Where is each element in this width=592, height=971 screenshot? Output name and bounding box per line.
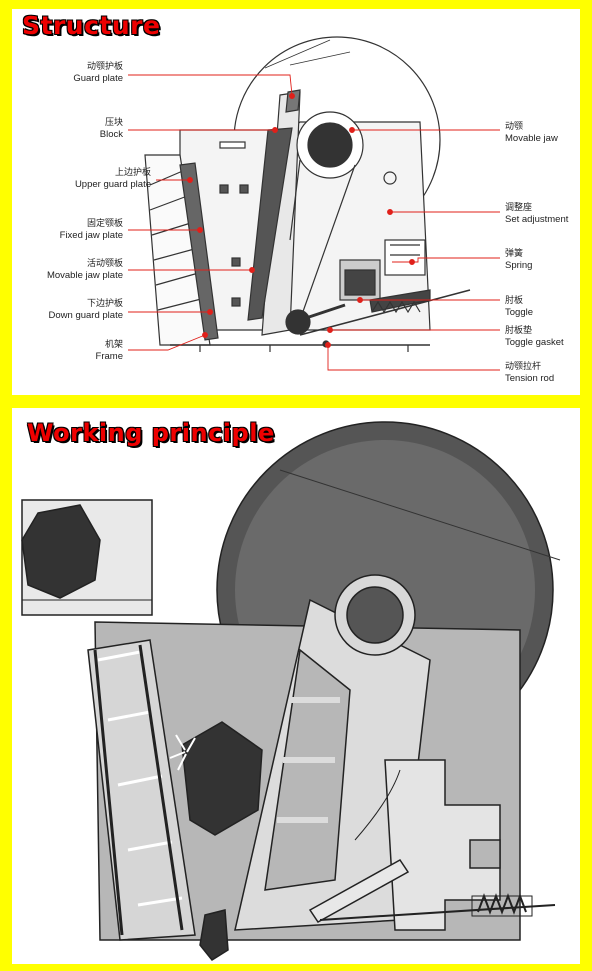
structure-diagram <box>128 36 500 371</box>
working-principle-panel <box>12 408 580 964</box>
working-principle-title: Working principle <box>27 419 275 447</box>
toggle-pivot <box>285 309 311 335</box>
eccentric-shaft <box>307 122 353 168</box>
movable-jaw-plate <box>247 127 293 321</box>
tension-rod <box>299 289 471 336</box>
fixed-jaw-plate <box>179 162 219 341</box>
structure-title: Structure <box>22 11 161 40</box>
